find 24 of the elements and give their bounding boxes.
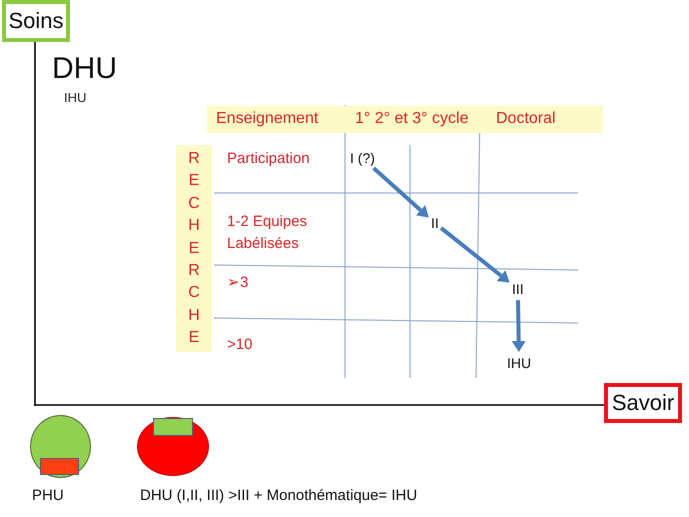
header-band xyxy=(207,106,603,133)
title: DHU xyxy=(52,52,117,86)
symbol-caption: DHU (I,II, III) >III + Monothématique= IHU xyxy=(140,487,418,504)
arrow xyxy=(512,300,526,352)
arrow xyxy=(372,166,429,218)
row-label: >10 xyxy=(227,336,252,354)
column-header: Enseignement xyxy=(216,110,318,128)
symbol-caption: PHU xyxy=(32,487,64,504)
axis-label: Savoir xyxy=(604,383,682,423)
stage-label: III xyxy=(512,281,524,298)
stage-label: IHU xyxy=(507,355,532,372)
row-label: Participation xyxy=(227,150,310,168)
column-header: 1° 2° et 3° cycle xyxy=(355,110,468,128)
stage-label: I (?) xyxy=(350,150,375,166)
rectangle-symbol xyxy=(40,458,78,474)
row-label: 1-2 Equipes Labélisées xyxy=(227,212,308,254)
column-header: Doctoral xyxy=(496,110,556,128)
subtitle: IHU xyxy=(64,91,86,106)
row-header-band: RECHERCHE xyxy=(176,145,212,352)
arrow xyxy=(440,226,510,283)
row-label: ➢3 xyxy=(227,274,248,292)
axis-label: Soins xyxy=(2,0,70,42)
stage-label: II xyxy=(431,215,439,232)
rectangle-symbol xyxy=(152,418,192,436)
